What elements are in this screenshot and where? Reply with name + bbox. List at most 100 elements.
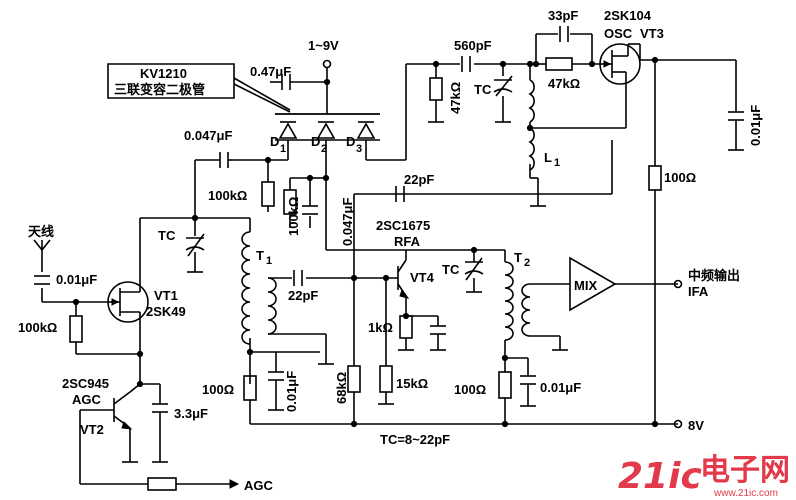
label-res-68k: 68kΩ (334, 372, 349, 404)
label-d2: D (311, 134, 320, 149)
transformer-t1-secondary (267, 277, 277, 335)
capacitor-560pf (461, 56, 471, 72)
capacitor-0-01uf-antenna (34, 275, 50, 285)
component-labels: 1~9V 0.47μF KV1210 三联变容二极管 D 1 D 2 D 3 0… (18, 8, 763, 493)
resistor-agc (147, 477, 177, 491)
capacitor-33pf (559, 26, 569, 42)
wiring (41, 33, 737, 485)
label-cap-22p-t1: 22pF (288, 288, 318, 303)
resistor-1k (399, 315, 413, 339)
label-d2-sub: 2 (321, 143, 327, 155)
label-osc-part: 2SK104 (604, 8, 652, 23)
label-if-out-en: IFA (688, 284, 709, 299)
capacitor-22pf-t1 (293, 270, 303, 286)
label-diode-part: KV1210 (140, 66, 187, 81)
transformer-t1-primary (241, 231, 251, 345)
label-mix: MIX (574, 278, 597, 293)
label-d3-sub: 3 (356, 143, 362, 155)
label-res-100-right: 100Ω (664, 170, 696, 185)
label-res-15k: 15kΩ (396, 376, 428, 391)
transformer-t2-secondary (521, 283, 531, 337)
label-res-100k-vert: 100kΩ (286, 197, 301, 236)
terminal-8v (673, 419, 683, 429)
label-cap-001u-ant: 0.01μF (56, 272, 97, 287)
capacitor-0-01uf-t1 (268, 371, 284, 411)
capacitor-3-3uf (152, 403, 168, 463)
label-tc-osc: TC (474, 82, 492, 97)
varactor-diode-array (275, 113, 380, 141)
label-supply-top: 1~9V (308, 38, 339, 53)
label-tc-rfa: TC (442, 262, 460, 277)
watermark: 21ic 电子网 www.21ic.com (618, 453, 790, 499)
label-vt1-part: 2SK49 (146, 304, 186, 319)
label-t2: T (514, 250, 522, 265)
label-vt2-part: 2SC945 (62, 376, 109, 391)
label-res-1k: 1kΩ (368, 320, 393, 335)
resistor-100k-mid (261, 181, 275, 207)
label-cap-0047u-left: 0.047μF (184, 128, 232, 143)
label-vt3: VT3 (640, 26, 664, 41)
label-res-47k-horiz: 47kΩ (548, 76, 580, 91)
watermark-url: www.21ic.com (713, 488, 778, 499)
capacitor-0-01uf-t2 (520, 375, 536, 407)
vt4-bjt (397, 259, 410, 299)
label-res-100-t1: 100Ω (202, 382, 234, 397)
label-res-47k-vert: 47kΩ (448, 82, 463, 114)
label-agc-in: AGC (244, 478, 274, 493)
label-vt2: VT2 (80, 422, 104, 437)
label-t1: T (256, 248, 264, 263)
resistor-15k (379, 365, 393, 393)
vt3-fet (599, 43, 641, 85)
capacitor-0-01uf-right (728, 111, 744, 151)
capacitor-0-47uf (270, 74, 291, 90)
label-res-100-t2: 100Ω (454, 382, 486, 397)
label-rfa-name: RFA (394, 234, 421, 249)
label-l1-sub: 1 (554, 157, 560, 169)
label-t2-sub: 2 (524, 257, 530, 269)
trimmer-cap-rfa (464, 257, 484, 293)
label-vt2-func: AGC (72, 392, 102, 407)
label-cap-0047u-vert: 0.047μF (340, 198, 355, 246)
label-vt4: VT4 (410, 270, 435, 285)
label-d1-sub: 1 (280, 143, 286, 155)
terminal-if-output (673, 279, 683, 289)
label-cap-33p: 33pF (548, 8, 578, 23)
resistor-47k-horizontal (545, 57, 573, 71)
label-cap-001u-t2: 0.01μF (540, 380, 581, 395)
label-d3: D (346, 134, 355, 149)
resistor-100k-left (69, 315, 83, 343)
label-res-100k-left: 100kΩ (18, 320, 57, 335)
resistor-100k-d2 (283, 189, 297, 215)
label-cap-001u-right: 0.01μF (748, 105, 763, 146)
terminal-supply-1-9v (322, 59, 332, 69)
label-cap-22p-coupling: 22pF (404, 172, 434, 187)
label-osc-name: OSC (604, 26, 633, 41)
resistor-100-t2 (498, 371, 512, 399)
watermark-brand: 电子网 (700, 453, 790, 488)
label-cap-047u-top: 0.47μF (250, 64, 291, 79)
vt1-fet (107, 281, 149, 323)
resistor-68k (347, 365, 361, 393)
capacitor-0-047uf-left (219, 152, 234, 168)
label-d1: D (270, 134, 279, 149)
inductor-l1 (528, 79, 535, 171)
label-cap-560p: 560pF (454, 38, 492, 53)
label-tc-in: TC (158, 228, 176, 243)
trimmer-cap-osc (493, 75, 513, 123)
capacitor-0-047uf-vertical (302, 205, 318, 215)
transformer-t2-primary (504, 261, 514, 341)
resistor-47k-vertical (429, 77, 443, 101)
label-cap-001u-t1: 0.01μF (284, 371, 299, 412)
agc-arrow-icon (229, 479, 240, 489)
label-diode-desc: 三联变容二极管 (114, 82, 205, 97)
label-t1-sub: 1 (266, 255, 272, 267)
trimmer-cap-input (185, 233, 205, 273)
mixer-block (569, 256, 617, 312)
label-cap-33u: 3.3μF (174, 406, 208, 421)
label-if-out-cn: 中频输出 (688, 268, 740, 283)
vt2-bjt (113, 383, 141, 430)
watermark-logo: 21ic (618, 456, 702, 497)
label-res-100k-mid: 100kΩ (208, 188, 247, 203)
label-l1: L (544, 150, 552, 165)
